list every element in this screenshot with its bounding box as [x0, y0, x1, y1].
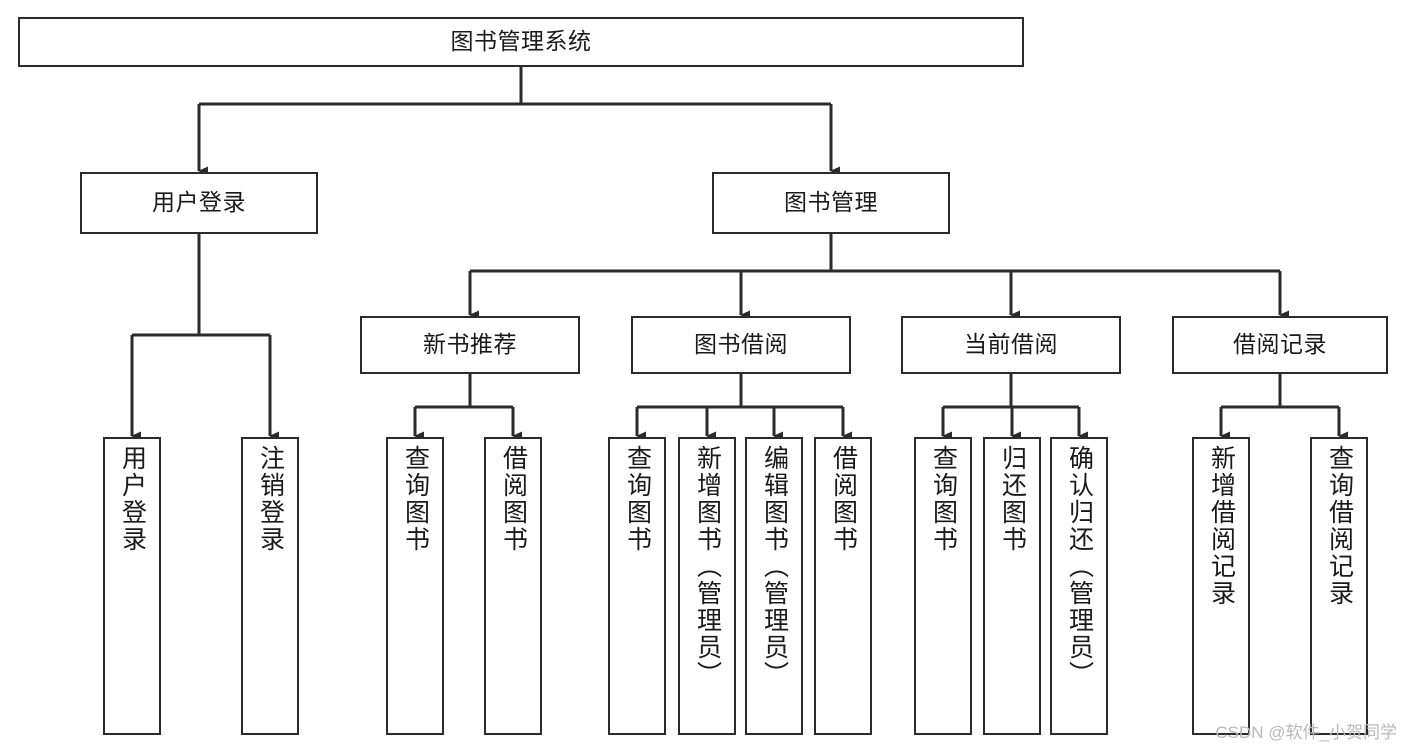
node-label-leaf-query-book-2: 查询图书 [623, 445, 652, 553]
node-label-leaf-return-book: 归还图书 [998, 445, 1027, 553]
node-leaf-query-record[interactable]: 查询借阅记录 [1310, 437, 1368, 735]
node-label-borrow-record: 借阅记录 [1233, 331, 1327, 358]
node-current-borrow[interactable]: 当前借阅 [901, 316, 1121, 374]
node-label-leaf-user-login: 用户登录 [118, 445, 147, 553]
node-label-leaf-borrow-book-2: 借阅图书 [829, 445, 858, 553]
node-leaf-logout[interactable]: 注销登录 [241, 437, 299, 735]
node-leaf-add-record[interactable]: 新增借阅记录 [1192, 437, 1250, 735]
node-root[interactable]: 图书管理系统 [18, 17, 1024, 67]
node-leaf-borrow-book-1[interactable]: 借阅图书 [484, 437, 542, 735]
node-label-leaf-add-book: 新增图书（管理员） [693, 445, 722, 688]
node-label-leaf-query-book-1: 查询图书 [401, 445, 430, 553]
node-leaf-return-book[interactable]: 归还图书 [983, 437, 1041, 735]
node-label-user-login: 用户登录 [152, 189, 246, 216]
node-label-book-manage: 图书管理 [784, 189, 878, 216]
node-label-leaf-logout: 注销登录 [256, 445, 285, 553]
node-leaf-user-login[interactable]: 用户登录 [103, 437, 161, 735]
node-label-leaf-borrow-book-1: 借阅图书 [499, 445, 528, 553]
node-book-manage[interactable]: 图书管理 [712, 172, 950, 234]
node-leaf-query-book-2[interactable]: 查询图书 [608, 437, 666, 735]
node-label-book-borrow: 图书借阅 [694, 331, 788, 358]
node-label-new-book-recommend: 新书推荐 [423, 331, 517, 358]
node-label-leaf-edit-book: 编辑图书（管理员） [760, 445, 789, 688]
node-label-leaf-add-record: 新增借阅记录 [1207, 445, 1236, 607]
node-label-leaf-confirm-return: 确认归还（管理员） [1065, 445, 1094, 688]
node-label-leaf-query-record: 查询借阅记录 [1325, 445, 1354, 607]
node-leaf-borrow-book-2[interactable]: 借阅图书 [814, 437, 872, 735]
node-label-current-borrow: 当前借阅 [964, 331, 1058, 358]
node-book-borrow[interactable]: 图书借阅 [631, 316, 851, 374]
node-leaf-query-book-1[interactable]: 查询图书 [386, 437, 444, 735]
node-leaf-add-book[interactable]: 新增图书（管理员） [678, 437, 736, 735]
node-user-login[interactable]: 用户登录 [80, 172, 318, 234]
node-borrow-record[interactable]: 借阅记录 [1172, 316, 1388, 374]
node-label-root: 图书管理系统 [450, 28, 592, 55]
node-label-leaf-query-book-3: 查询图书 [929, 445, 958, 553]
node-new-book-recommend[interactable]: 新书推荐 [360, 316, 580, 374]
node-leaf-confirm-return[interactable]: 确认归还（管理员） [1050, 437, 1108, 735]
node-leaf-edit-book[interactable]: 编辑图书（管理员） [745, 437, 803, 735]
node-leaf-query-book-3[interactable]: 查询图书 [914, 437, 972, 735]
